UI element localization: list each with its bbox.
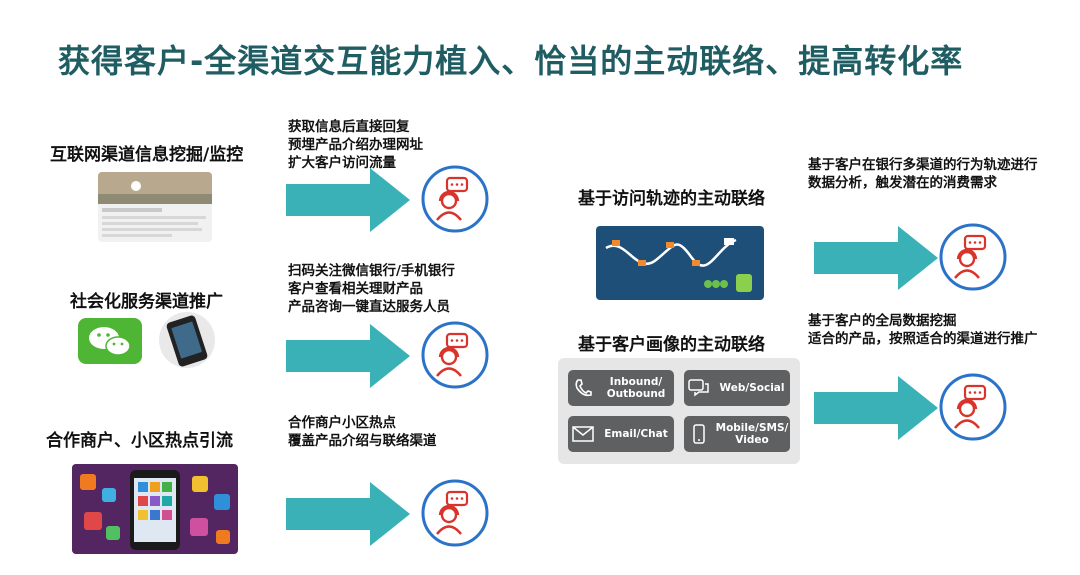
section-notes-social-promotion: 扫码关注微信银行/手机银行 客户查看相关理财产品 产品咨询一键直达服务人员 xyxy=(288,262,455,316)
note-line: 适合的产品，按照适合的渠道进行推广 xyxy=(808,331,1038,347)
customer-service-agent-icon xyxy=(939,223,1007,291)
note-line: 扫码关注微信银行/手机银行 xyxy=(288,263,455,279)
channel-label: Inbound/ Outbound xyxy=(606,376,666,400)
flow-arrow-icon xyxy=(814,376,938,440)
mobile-phone-icon xyxy=(684,424,714,444)
chat-bubble-icon xyxy=(684,379,714,397)
channel-panel: Inbound/ Outbound Web/Social Email/Chat … xyxy=(558,358,800,464)
section-notes-internet-monitoring: 获取信息后直接回复 预埋产品介绍办理网址 扩大客户访问流量 xyxy=(288,118,423,172)
flow-arrow-icon xyxy=(286,168,410,232)
channel-web-social: Web/Social xyxy=(684,370,790,406)
flow-arrow-icon xyxy=(286,482,410,546)
mobile-banking-phone-image xyxy=(159,312,215,368)
mobile-apps-collage-image xyxy=(72,464,238,554)
section-notes-merchant-traffic: 合作商户小区热点 覆盖产品介绍与联络渠道 xyxy=(288,414,437,450)
customer-service-agent-icon xyxy=(421,165,489,233)
section-notes-trajectory-contact: 基于客户在银行多渠道的行为轨迹进行 数据分析，触发潜在的消费需求 xyxy=(808,156,1038,192)
channel-label: Web/Social xyxy=(719,382,785,394)
envelope-icon xyxy=(568,426,598,442)
customer-service-agent-icon xyxy=(421,479,489,547)
phone-icon xyxy=(568,378,598,398)
channel-mobile-sms-video: Mobile/SMS/ Video xyxy=(684,416,790,452)
note-line: 获取信息后直接回复 xyxy=(288,119,410,135)
section-label-internet-monitoring: 互联网渠道信息挖掘/监控 xyxy=(50,145,244,165)
section-label-profile-contact: 基于客户画像的主动联络 xyxy=(578,335,765,355)
flow-arrow-icon xyxy=(286,324,410,388)
flow-arrow-icon xyxy=(814,226,938,290)
note-line: 覆盖产品介绍与联络渠道 xyxy=(288,433,437,449)
section-label-trajectory-contact: 基于访问轨迹的主动联络 xyxy=(578,189,765,209)
website-screenshot-image xyxy=(98,172,212,242)
access-trajectory-diagram-image xyxy=(596,226,764,300)
customer-service-agent-icon xyxy=(939,373,1007,441)
section-label-merchant-traffic: 合作商户、小区热点引流 xyxy=(46,431,233,451)
note-line: 合作商户小区热点 xyxy=(288,415,396,431)
note-line: 扩大客户访问流量 xyxy=(288,155,396,171)
wechat-logo-icon xyxy=(78,318,142,364)
note-line: 产品咨询一键直达服务人员 xyxy=(288,299,450,315)
customer-service-agent-icon xyxy=(421,321,489,389)
section-label-social-promotion: 社会化服务渠道推广 xyxy=(70,292,223,312)
section-notes-profile-contact: 基于客户的全局数据挖掘 适合的产品，按照适合的渠道进行推广 xyxy=(808,312,1038,348)
note-line: 预埋产品介绍办理网址 xyxy=(288,137,423,153)
note-line: 基于客户的全局数据挖掘 xyxy=(808,313,957,329)
channel-inbound-outbound: Inbound/ Outbound xyxy=(568,370,674,406)
channel-email-chat: Email/Chat xyxy=(568,416,674,452)
note-line: 客户查看相关理财产品 xyxy=(288,281,423,297)
channel-label: Email/Chat xyxy=(604,428,668,440)
note-line: 基于客户在银行多渠道的行为轨迹进行 xyxy=(808,157,1038,173)
channel-label: Mobile/SMS/ Video xyxy=(715,422,789,446)
page-title: 获得客户-全渠道交互能力植入、恰当的主动联络、提高转化率 xyxy=(58,42,964,80)
note-line: 数据分析，触发潜在的消费需求 xyxy=(808,175,997,191)
